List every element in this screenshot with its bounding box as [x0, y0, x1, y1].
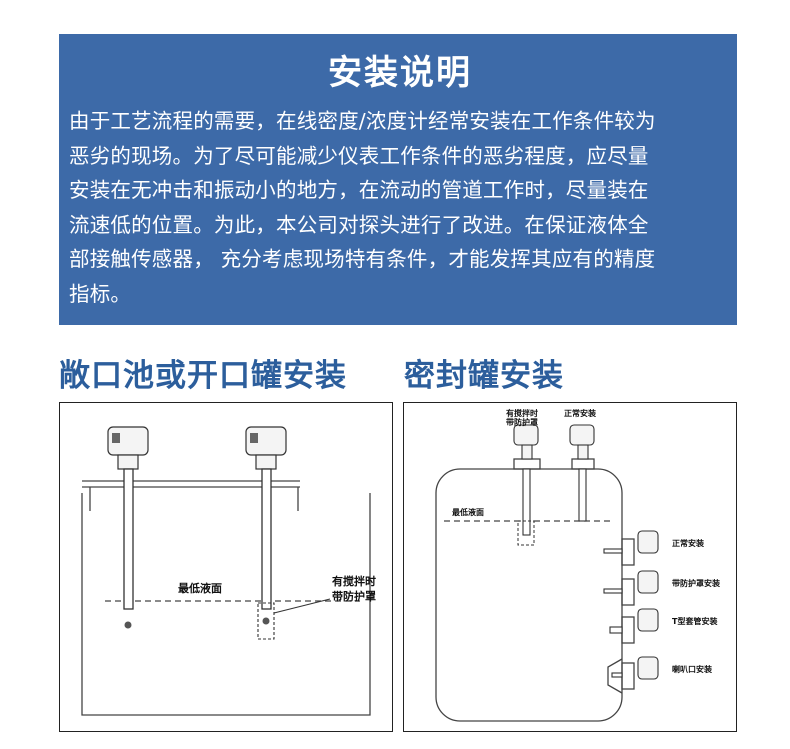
- top-label-1b: 带防护罩: [506, 417, 538, 427]
- open-tank-heading: 敞口池或开口罐安装: [59, 358, 347, 394]
- side-label: 带防护罩安装: [672, 579, 720, 588]
- side-probe: [603, 548, 623, 554]
- side-flange: [621, 578, 635, 606]
- open-tank-drawing: [81, 426, 371, 716]
- top-flange: [571, 458, 595, 470]
- guard-label-line1: 有搅拌时: [332, 575, 376, 588]
- side-probe: [603, 588, 623, 594]
- lowest-level-label: 最低液面: [178, 582, 222, 595]
- side-probe: [611, 672, 623, 678]
- leader-line: [273, 598, 331, 614]
- transmitter-head: [513, 424, 539, 446]
- side-transmitter: [637, 530, 659, 554]
- terminal: [112, 433, 120, 443]
- side-probe: [609, 626, 623, 634]
- body-line: 安装在无冲击和振动小的地方，在流动的管道工作时，尽量装在: [69, 178, 649, 202]
- side-flange: [621, 616, 635, 644]
- protective-cover: [517, 520, 535, 546]
- body-line: 指标。: [69, 281, 132, 306]
- side-transmitter: [637, 608, 659, 632]
- top-label-1a: 有搅拌时: [506, 409, 538, 418]
- probe-left: [123, 468, 134, 610]
- side-transmitter: [637, 570, 659, 594]
- probe: [522, 468, 531, 536]
- transmitter-head: [569, 424, 595, 446]
- probe: [578, 468, 587, 522]
- neck: [255, 454, 277, 470]
- top-flange: [513, 458, 541, 470]
- side-flange: [621, 538, 635, 566]
- banner-title: 安装说明: [328, 53, 472, 93]
- neck: [117, 454, 139, 470]
- open-tank-diagram: 最低液面 有搅拌时 带防护罩: [59, 402, 393, 732]
- body-line: 部接触传感器， 充分考虑现场特有条件，才能发挥其应有的精度: [69, 247, 656, 271]
- side-label: T型套管安装: [672, 617, 718, 626]
- sensor-tip: [262, 617, 270, 625]
- sealed-tank-drawing: [435, 424, 659, 722]
- side-transmitter: [637, 656, 659, 680]
- body-line: 流速低的位置。为此，本公司对探头进行了改进。在保证液体全: [69, 212, 649, 237]
- banner-body: 由于工艺流程的需要，在线密度/浓度计经常安装在工作条件较为 恶劣的现场。为了尽可…: [69, 104, 731, 311]
- sealed-tank-heading: 密封罐安装: [404, 358, 564, 394]
- guard-label-line2: 带防护罩: [332, 590, 376, 603]
- lowest-level-label: 最低液面: [452, 508, 484, 517]
- probe-right: [261, 468, 272, 610]
- protective-cover: [257, 602, 275, 640]
- terminal: [250, 433, 258, 443]
- installation-notes-banner: 安装说明 由于工艺流程的需要，在线密度/浓度计经常安装在工作条件较为 恶劣的现场…: [59, 34, 737, 325]
- tank-wall: [81, 493, 371, 716]
- funnel-mouth: [607, 658, 623, 694]
- body-line: 恶劣的现场。为了尽可能减少仪表工作条件的恶劣程度，应尽量: [69, 143, 649, 168]
- sealed-tank-diagram: 有搅拌时 带防护罩 正常安装 最低液面 正常安装 带防护罩安装 T型套管安装 喇…: [403, 402, 737, 732]
- body-line: 由于工艺流程的需要，在线密度/浓度计经常安装在工作条件较为: [69, 109, 656, 133]
- side-label: 喇叭口安装: [672, 665, 712, 674]
- top-label-1: 有搅拌时 带防护罩: [506, 409, 538, 428]
- sensor-tip: [124, 621, 132, 629]
- top-label-2: 正常安装: [564, 409, 596, 418]
- side-flange: [621, 662, 635, 690]
- side-label: 正常安装: [672, 539, 704, 548]
